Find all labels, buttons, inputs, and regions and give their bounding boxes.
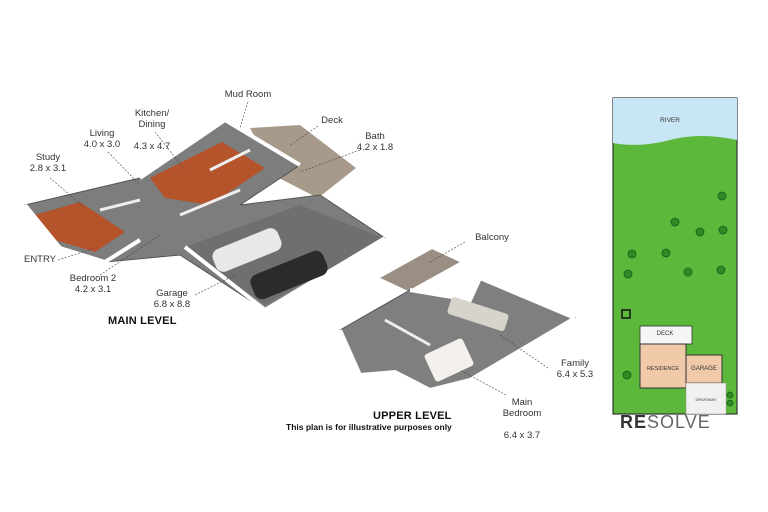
room-size: 4.2 x 3.1 [74, 284, 112, 295]
wall-back [138, 117, 302, 180]
label-bedroom2: Bedroom 2 4.2 x 3.1 [58, 273, 128, 295]
room-name: Balcony [475, 232, 509, 243]
river [613, 98, 737, 145]
label-mudroom: Mud Room [213, 89, 283, 100]
room-name: Family [561, 358, 589, 369]
label-balcony: Balcony [462, 232, 522, 243]
wall-garage [183, 236, 387, 313]
trees [622, 191, 734, 407]
label-study: Study 2.8 x 3.1 [20, 152, 76, 174]
balcony-floor [375, 246, 465, 294]
site-driveway-label: DRIVEWAY [695, 397, 717, 402]
label-kitchen: Kitchen/ Dining 4.3 x 4.7 [122, 97, 182, 163]
room-name: Main Bedroom [502, 397, 542, 419]
room-name: Bedroom 2 [69, 273, 117, 284]
label-main-bedroom: Main Bedroom 6.4 x 3.7 [492, 386, 552, 452]
site-deck-label: DECK [656, 331, 674, 337]
resolve-logo: RESOLVE [620, 412, 711, 433]
label-garage: Garage 6.8 x 8.8 [142, 288, 202, 310]
room-size: 6.4 x 5.3 [556, 369, 594, 380]
site-river-label: RIVER [660, 117, 680, 124]
site-garage-label: GARAGE [691, 366, 717, 372]
room-name: Garage [156, 288, 188, 299]
garage-floor [185, 205, 383, 305]
room-name: Mud Room [224, 89, 272, 100]
site-garage [685, 354, 723, 384]
label-family: Family 6.4 x 5.3 [545, 358, 605, 380]
label-deck: Deck [310, 115, 354, 126]
car-white [212, 228, 282, 272]
room-name: Deck [321, 115, 343, 126]
room-name: Living [89, 128, 115, 139]
label-living: Living 4.0 x 3.0 [74, 128, 130, 150]
shed [621, 309, 631, 319]
label-bath: Bath 4.2 x 1.8 [345, 131, 405, 153]
room-name: Bath [365, 131, 385, 142]
room-size: 6.8 x 8.8 [153, 299, 191, 310]
room-name: ENTRY [23, 254, 57, 265]
room-name: Kitchen/ Dining [134, 108, 170, 130]
logo-part1: RE [620, 412, 648, 432]
disclaimer-note: This plan is for illustrative purposes o… [286, 422, 452, 432]
wall-front [23, 203, 142, 265]
sofa [447, 296, 509, 332]
room-size: 2.8 x 3.1 [29, 163, 67, 174]
room-size: 4.3 x 4.7 [133, 141, 171, 152]
driveway [685, 382, 727, 415]
room-size: 4.0 x 3.0 [83, 139, 121, 150]
upper-level-title: UPPER LEVEL [373, 410, 452, 422]
room-size: 6.4 x 3.7 [503, 430, 541, 441]
car-black [250, 250, 328, 300]
main-level-title: MAIN LEVEL [108, 315, 177, 327]
study-floor [35, 202, 125, 252]
upper-wall-front [338, 316, 577, 393]
site-residence-label: RESIDENCE [646, 366, 680, 372]
upper-wall-back [409, 275, 576, 320]
deck-area [250, 125, 356, 198]
label-entry: ENTRY [17, 254, 63, 265]
logo-part2: SOLVE [647, 412, 711, 432]
room-name: Study [35, 152, 61, 163]
room-size: 4.2 x 1.8 [356, 142, 394, 153]
